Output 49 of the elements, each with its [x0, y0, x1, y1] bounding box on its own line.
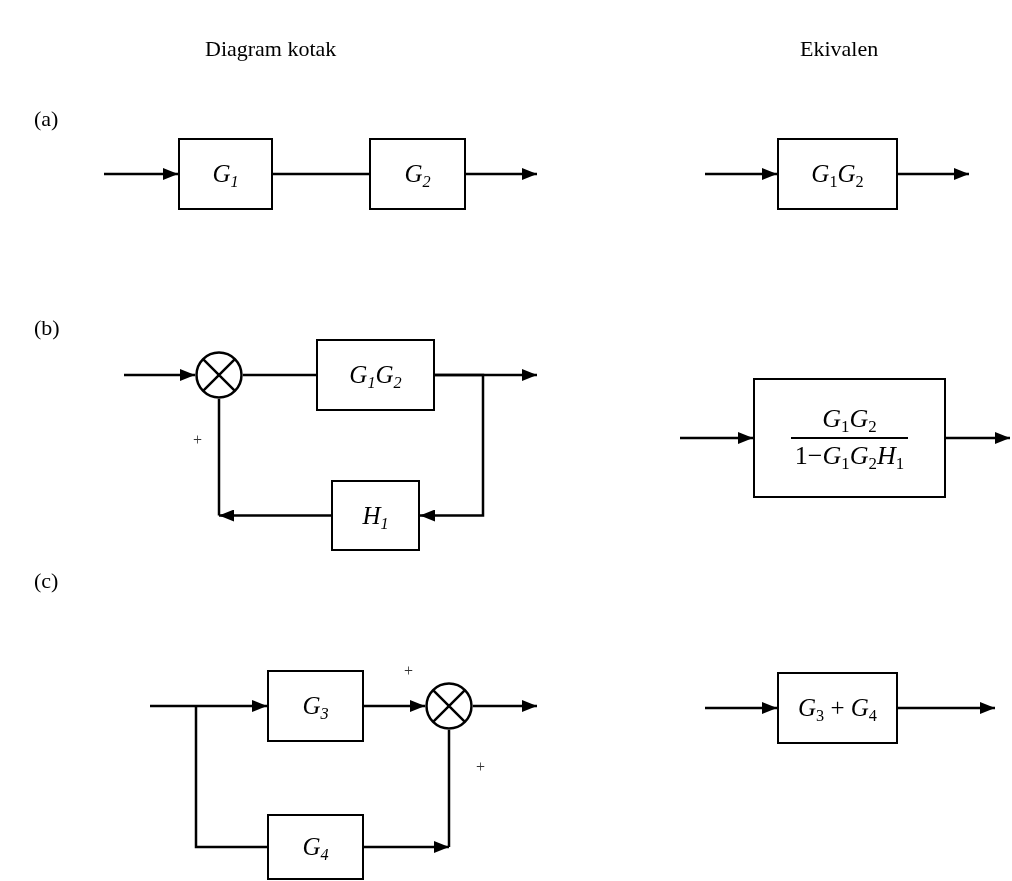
part-label: (b) — [34, 315, 60, 341]
block-label: G$_{1}$G$_{2}$ — [811, 160, 864, 188]
block-label: G$_{2}$ — [404, 160, 431, 188]
sign-label: + — [193, 431, 203, 449]
block-label: H$_{1}$ — [362, 501, 389, 530]
arrow — [898, 702, 995, 714]
sign-label: + — [404, 662, 414, 680]
arrow — [364, 841, 449, 853]
connector-line — [194, 706, 267, 849]
column-heading: Ekivalen — [800, 36, 879, 62]
block-label: G$_{1}$G$_{2}$ — [349, 361, 402, 389]
block — [777, 672, 898, 744]
arrow — [680, 432, 753, 444]
arrow — [466, 168, 537, 180]
arrow — [150, 700, 267, 712]
numerator: G$_{1}$G$_{2}$ — [822, 405, 877, 434]
arrow — [898, 168, 969, 180]
block-label: G$_{3}$ + G$_{4}$ — [798, 694, 877, 722]
arrow — [420, 373, 485, 522]
connector-line — [243, 373, 316, 377]
arrow — [705, 168, 777, 180]
block — [777, 138, 898, 210]
arrow — [219, 509, 331, 522]
block-label: G$_{3}$ — [302, 692, 329, 720]
block — [178, 138, 273, 210]
block — [369, 138, 466, 210]
summing-junction — [425, 682, 473, 730]
arrow — [705, 702, 777, 714]
arrow — [473, 700, 537, 712]
part-label: (a) — [34, 106, 59, 132]
block — [316, 339, 435, 411]
block-label: G$_{1}$ — [212, 160, 239, 188]
denominator: 1−G$_{1}$G$_{2}$H$_{1}$ — [794, 442, 905, 471]
arrow — [104, 168, 178, 180]
connector-line — [217, 399, 221, 516]
arrow — [124, 369, 195, 381]
part-label: (c) — [34, 568, 59, 594]
transfer-function-block — [753, 378, 946, 498]
summing-junction — [195, 351, 243, 399]
arrow — [946, 432, 1010, 444]
column-heading: Diagram kotak — [205, 36, 337, 62]
block-label: G$_{4}$ — [302, 833, 329, 861]
arrow — [364, 700, 425, 712]
block — [267, 814, 364, 880]
sign-label: + — [476, 758, 486, 776]
block — [267, 670, 364, 742]
block — [331, 480, 420, 551]
connector-line — [447, 730, 451, 847]
connector-line — [273, 172, 369, 176]
